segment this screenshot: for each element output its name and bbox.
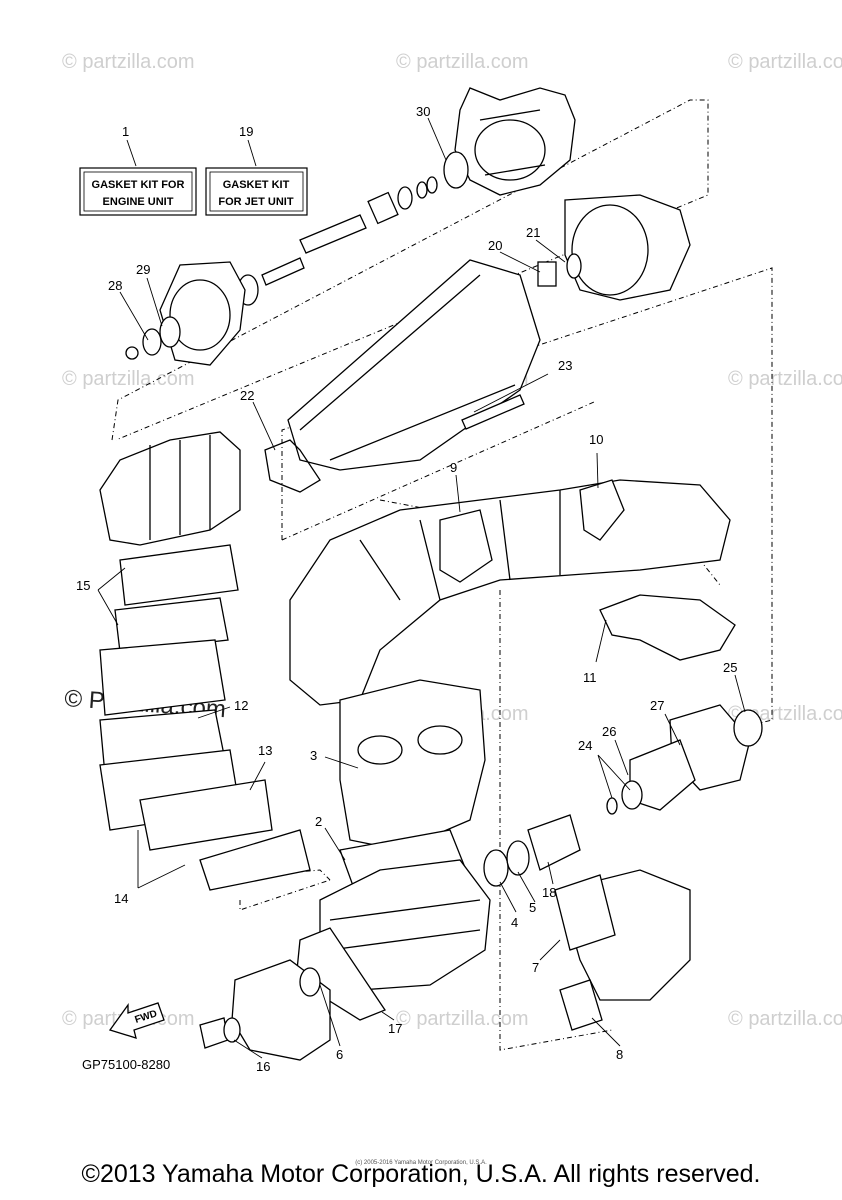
callout-6: 6: [336, 1047, 343, 1062]
callout-29: 29: [136, 262, 150, 277]
small-copyright: (c) 2005-2016 Yamaha Motor Corporation, …: [355, 1160, 487, 1166]
watermark-text: © partzilla.com: [396, 51, 529, 73]
footer-copyright: ©2013 Yamaha Motor Corporation, U.S.A. A…: [81, 1160, 761, 1188]
callout-12: 12: [234, 698, 248, 713]
callout-30: 30: [416, 104, 430, 119]
leader-line: [126, 139, 137, 167]
callout-9: 9: [450, 460, 457, 475]
exhaust-manifold[interactable]: [554, 869, 691, 1031]
watermark-text: © partzilla.com: [728, 51, 842, 73]
callout-numbers: 1 19 30 29 28 20 21 23 22 10 9 15 11 25 …: [76, 104, 737, 1074]
watermark-text: © partzilla.com: [728, 1008, 842, 1030]
coupler-seals[interactable]: [483, 814, 581, 887]
leader-lines: [97, 117, 746, 1059]
callout-4: 4: [511, 915, 518, 930]
callout-23: 23: [558, 358, 572, 373]
exhaust-gasket-9: [439, 509, 493, 583]
callout-15: 15: [76, 578, 90, 593]
manifold-gasket-7: [554, 874, 616, 951]
callout-28: 28: [108, 278, 122, 293]
bearing-housing-left[interactable]: [125, 261, 246, 366]
watermark-text: © partzilla.com: [396, 1008, 529, 1030]
callout-17: 17: [388, 1021, 402, 1036]
watermark-text: © partzilla.com: [62, 368, 195, 390]
callout-2: 2: [315, 814, 322, 829]
manifold-gasket-8: [559, 979, 603, 1031]
callout-21: 21: [526, 225, 540, 240]
callout-8: 8: [616, 1047, 623, 1062]
gasket-kit-jet-label[interactable]: GASKET KIT FOR JET UNIT: [205, 167, 308, 216]
callout-3: 3: [310, 748, 317, 763]
callout-10: 10: [589, 432, 603, 447]
callout-22: 22: [240, 388, 254, 403]
housing-collar: [443, 151, 469, 189]
callout-14: 14: [114, 891, 128, 906]
gasket-engine-line1: GASKET KIT FOR: [92, 179, 185, 191]
leader-line: [247, 139, 257, 167]
flywheel-cover[interactable]: [199, 959, 331, 1061]
exhaust-pipe[interactable]: [289, 479, 736, 706]
callout-7: 7: [532, 960, 539, 975]
callout-5: 5: [529, 900, 536, 915]
callout-25: 25: [723, 660, 737, 675]
callout-18: 18: [542, 885, 556, 900]
jet-pump-housing[interactable]: [443, 87, 576, 196]
engine-gasket-stack[interactable]: [99, 544, 311, 891]
exhaust-gasket-10: [579, 479, 625, 541]
callout-19: 19: [239, 124, 253, 139]
callout-27: 27: [650, 698, 664, 713]
gasket-jet-line1: GASKET KIT: [223, 179, 290, 191]
fwd-arrow-icon: FWD: [108, 1002, 165, 1039]
duct-gasket-23: [461, 394, 525, 430]
watermark-text: © partzilla.com: [62, 51, 195, 73]
callout-26: 26: [602, 724, 616, 739]
callout-13: 13: [258, 743, 272, 758]
callout-11: 11: [583, 670, 597, 685]
bearing-housing-right[interactable]: [606, 704, 763, 815]
gasket-jet-line2: FOR JET UNIT: [218, 196, 293, 208]
intake-duct[interactable]: [264, 259, 541, 493]
callout-20: 20: [488, 238, 502, 253]
gasket-kit-engine-label[interactable]: GASKET KIT FOR ENGINE UNIT: [79, 167, 197, 216]
crankcase[interactable]: [295, 859, 491, 1021]
callout-16: 16: [256, 1059, 270, 1074]
exhaust-muffler[interactable]: [99, 431, 241, 546]
watermark-text: © partzilla.com: [728, 368, 842, 390]
exhaust-elbow-11: [599, 594, 736, 661]
jet-unit-right[interactable]: [537, 194, 691, 301]
callout-1: 1: [122, 124, 129, 139]
gasket-engine-line2: ENGINE UNIT: [103, 196, 174, 208]
diagram-code: GP75100-8280: [82, 1057, 171, 1072]
callout-24: 24: [578, 738, 592, 753]
